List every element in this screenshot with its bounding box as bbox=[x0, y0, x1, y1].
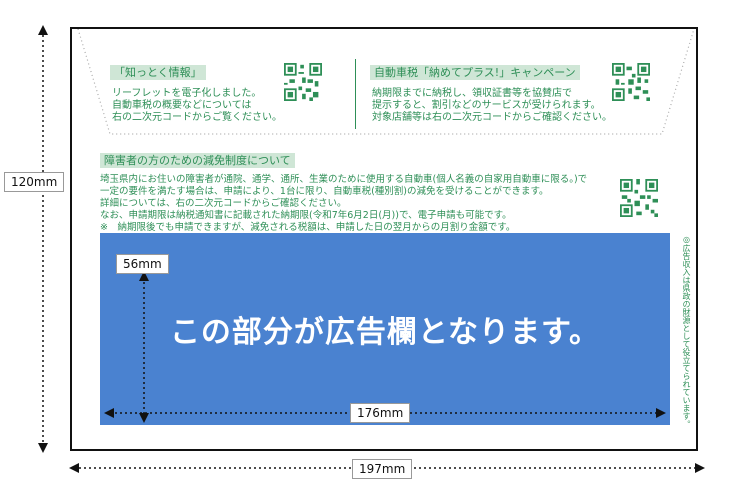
panel-divider bbox=[355, 59, 356, 129]
ad-space: この部分が広告欄となります。 bbox=[100, 233, 670, 425]
arrow-right-icon bbox=[656, 408, 666, 418]
ad-revenue-note: ◎広告収入は県政の財源として役立てられています。 bbox=[682, 235, 691, 428]
disability-line-5: ※ 納期限後でも申請できますが、減免される税額は、申請した日の翌月からの月割り金… bbox=[100, 222, 516, 233]
campaign-line-1: 納期限までに納税し、領収証書等を協賛店で bbox=[372, 88, 572, 99]
info-line-1: リーフレットを電子化しました。 bbox=[112, 88, 262, 99]
ad-height-label: 56mm bbox=[116, 254, 169, 274]
info-line-3: 右の二次元コードからご覧ください。 bbox=[112, 112, 282, 123]
arrow-down-icon bbox=[139, 413, 149, 423]
disability-line-4: なお、申請期限は納税通知書に記載された納期限(令和7年6月2日(月))で、電子申… bbox=[100, 210, 512, 221]
flap-outline bbox=[77, 29, 695, 135]
disability-line-3: 詳細については、右の二次元コードからご確認ください。 bbox=[100, 198, 347, 209]
disability-heading: 障害者の方のための減免制度について bbox=[100, 153, 295, 168]
campaign-heading: 自動車税「納めてプラス!」キャンペーン bbox=[370, 65, 580, 80]
qr-code-icon bbox=[284, 63, 322, 101]
envelope: 「知っとく情報」 リーフレットを電子化しました。 自動車税の概要などについては … bbox=[70, 27, 698, 451]
arrow-up-icon bbox=[38, 25, 48, 35]
ad-width-label: 176mm bbox=[350, 403, 411, 423]
arrow-right-icon bbox=[695, 463, 705, 473]
info-heading: 「知っとく情報」 bbox=[110, 65, 206, 80]
arrow-left-icon bbox=[104, 408, 114, 418]
ad-text: この部分が広告欄となります。 bbox=[169, 315, 601, 350]
disability-line-1: 埼玉県内にお住いの障害者が通院、通学、通所、生業のために使用する自動車(個人名義… bbox=[100, 174, 588, 185]
qr-code-icon bbox=[612, 63, 650, 101]
campaign-line-3: 対象店舗等は右の二次元コードからご確認ください。 bbox=[372, 112, 612, 123]
disability-line-2: 一定の要件を満たす場合は、申請により、1台に限り、自動車税(種別割)の減免を受け… bbox=[100, 186, 549, 197]
qr-code-icon bbox=[620, 179, 658, 217]
arrow-down-icon bbox=[38, 443, 48, 453]
height-label: 120mm bbox=[4, 172, 65, 192]
ad-dimension-overlay bbox=[104, 271, 666, 423]
width-label: 197mm bbox=[352, 459, 413, 479]
info-line-2: 自動車税の概要などについては bbox=[112, 100, 252, 111]
arrow-up-icon bbox=[139, 271, 149, 281]
campaign-line-2: 提示すると、割引などのサービスが受けられます。 bbox=[372, 100, 601, 111]
arrow-left-icon bbox=[69, 463, 79, 473]
